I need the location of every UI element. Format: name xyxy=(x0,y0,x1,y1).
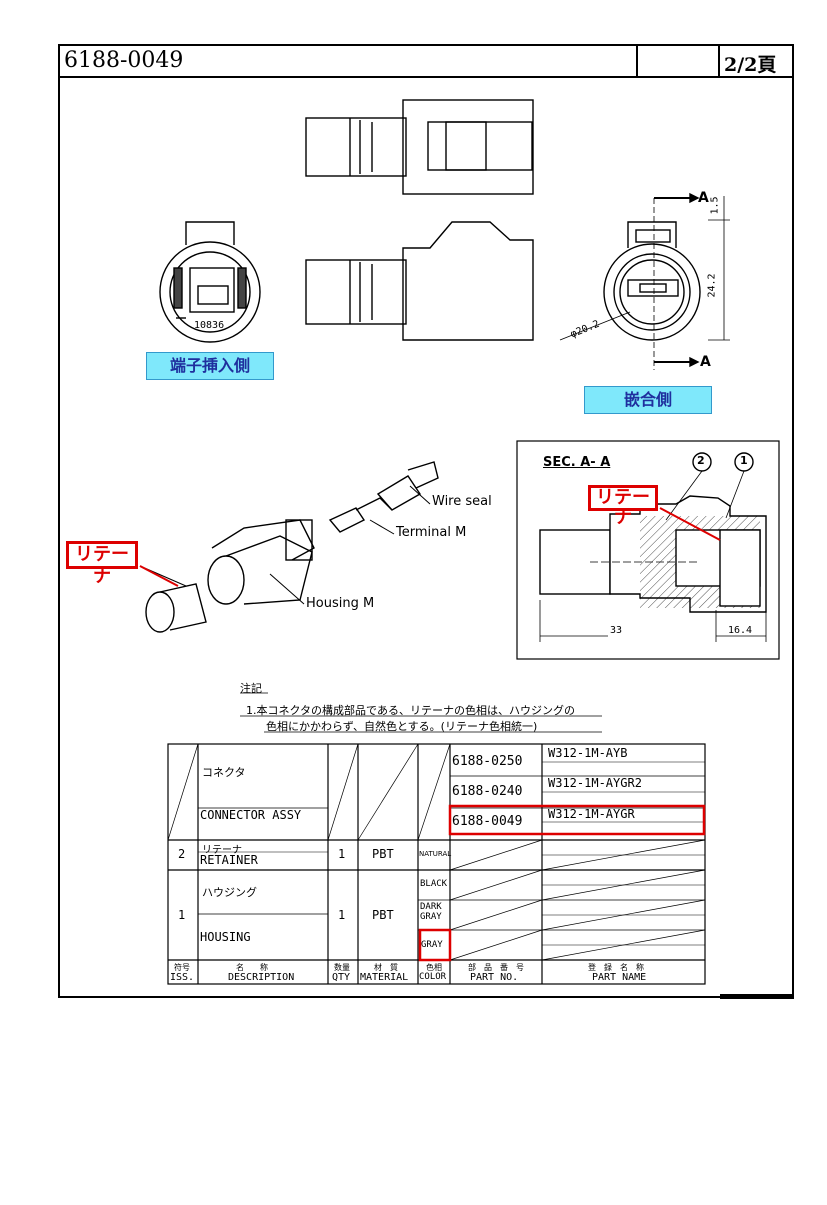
footer-pno: PART NO. xyxy=(470,972,519,983)
highlight-gray-cell xyxy=(418,928,452,962)
retainer-qty: 1 xyxy=(338,847,346,861)
section-retainer-callout: リテーナ xyxy=(588,485,658,528)
mating-side-label: 嵌合側 xyxy=(584,386,712,414)
footer-iss-jp: 符号 xyxy=(174,963,190,972)
dim-33: 33 xyxy=(610,625,623,636)
footer-pname: PART NAME xyxy=(592,972,647,983)
bom-connector-jp: コネクタ xyxy=(202,766,246,779)
exploded-view xyxy=(139,461,439,633)
header-divider xyxy=(636,44,638,76)
footer-qty-jp: 数量 xyxy=(334,963,350,972)
retainer-en: RETAINER xyxy=(200,853,258,867)
drawing-frame xyxy=(58,44,794,998)
housing-color-dark-gray: DARK GRAY xyxy=(420,902,442,922)
housing-color-gray: GRAY xyxy=(421,940,443,950)
housing-en: HOUSING xyxy=(200,930,251,944)
balloon-1: 1 xyxy=(740,454,748,467)
terminal-code: 10836 xyxy=(194,320,225,331)
dim-1-5: 1.5 xyxy=(709,196,721,215)
top-view xyxy=(305,99,534,195)
terminal-side-label: 端子挿入側 xyxy=(146,352,274,380)
page-number: 2/2頁 xyxy=(724,54,777,76)
terminal-side-view xyxy=(159,221,261,343)
housing-jp: ハウジング xyxy=(202,886,257,899)
part-number-3: 6188-0049 xyxy=(452,814,523,829)
section-marker-top: A xyxy=(698,190,709,206)
section-box xyxy=(516,440,780,660)
notes-line-2: 色相にかかわらず、自然色とする。(リテーナ色相統一) xyxy=(266,720,538,733)
footer-mat: MATERIAL xyxy=(360,972,409,983)
retainer-material: PBT xyxy=(372,847,394,861)
part-number-1: 6188-0250 xyxy=(452,754,523,769)
housing-color-black: BLACK xyxy=(420,879,448,889)
retainer-jp: リテーナ xyxy=(202,845,242,856)
balloon-2: 2 xyxy=(697,454,705,467)
section-marker-bottom: A xyxy=(700,354,711,370)
section-view xyxy=(539,452,767,642)
part-name-2: W312-1M-AYGR2 xyxy=(548,776,642,790)
side-view xyxy=(305,221,534,341)
notes-heading: 注記 xyxy=(240,682,262,695)
bom-connector-en: CONNECTOR ASSY xyxy=(200,808,302,822)
retainer-iss: 2 xyxy=(178,847,186,861)
terminal-m-label: Terminal M xyxy=(396,525,467,540)
housing-m-label: Housing M xyxy=(306,596,375,611)
footer-pno-jp: 部 品 番 号 xyxy=(468,963,524,972)
wire-seal-label: Wire seal xyxy=(432,494,492,509)
mating-side-view xyxy=(559,192,730,370)
header-divider xyxy=(718,44,720,76)
title-block-header: 6188-0049 2/2頁 xyxy=(58,44,794,78)
part-number-2: 6188-0240 xyxy=(452,784,523,799)
housing-material: PBT xyxy=(372,908,394,922)
housing-iss: 1 xyxy=(178,908,186,922)
bottom-bar xyxy=(720,994,794,999)
footer-color-jp: 色相 xyxy=(426,963,442,972)
footer-color: COLOR xyxy=(419,972,447,982)
retainer-color: NATURAL xyxy=(419,850,452,858)
housing-qty: 1 xyxy=(338,908,346,922)
dim-16-4: 16.4 xyxy=(728,625,753,636)
footer-desc: DESCRIPTION xyxy=(228,972,295,983)
footer-iss: ISS. xyxy=(170,972,195,983)
footer-desc-jp: 名 称 xyxy=(236,963,268,972)
footer-qty: QTY xyxy=(332,972,351,983)
retainer-callout: リテーナ xyxy=(66,541,138,587)
highlight-part-row xyxy=(448,804,706,836)
footer-pname-jp: 登 録 名 称 xyxy=(588,963,644,972)
dim-24-2: 24.2 xyxy=(706,273,718,298)
part-name-1: W312-1M-AYB xyxy=(548,746,628,760)
part-name-3: W312-1M-AYGR xyxy=(548,807,635,821)
document-number: 6188-0049 xyxy=(64,48,184,73)
footer-mat-jp: 材 質 xyxy=(374,963,398,972)
section-title: SEC. A- A xyxy=(543,455,611,470)
notes-line-1: 1.本コネクタの構成部品である、リテーナの色相は、ハウジングの xyxy=(246,704,575,717)
